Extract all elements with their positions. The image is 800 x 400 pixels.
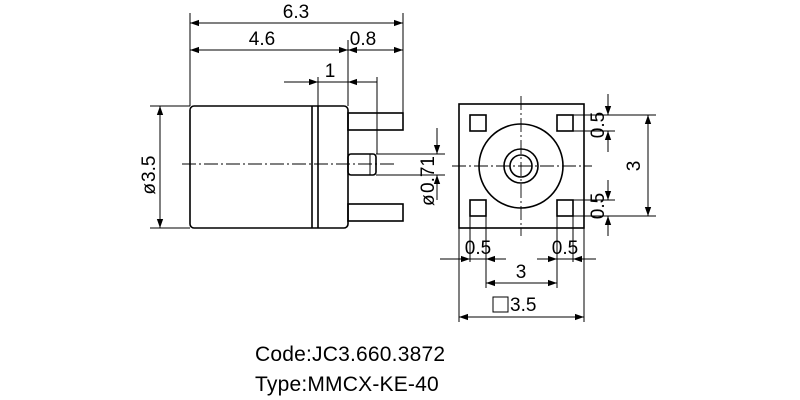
dim-flange: 1 <box>325 61 336 82</box>
dim-pin-offset: 0.8 <box>350 29 376 50</box>
pad-bottom-right <box>556 199 574 217</box>
dim-total-length: 6.3 <box>283 2 309 23</box>
side-pin-top <box>347 112 404 131</box>
dim-body-diameter: 3.5 <box>139 156 160 182</box>
square-symbol <box>492 296 509 313</box>
type-label: Type:MMCX-KE-40 <box>255 373 439 396</box>
dim-square: 3.5 <box>510 295 536 316</box>
code-label: Code:JC3.660.3872 <box>255 343 446 366</box>
side-view: 6.3 4.6 0.8 1 ø 3.5 ø 0.71 <box>139 2 445 229</box>
dim-pad-left: 0.5 <box>465 238 491 259</box>
dim-pin-diameter: 0.71 <box>418 156 439 193</box>
dim-pad-right: 0.5 <box>552 238 578 259</box>
connector-body-outline <box>189 105 349 229</box>
side-pin-bottom <box>347 203 404 222</box>
bottom-view: 0.5 3 0.5 0.5 0.5 3 <box>440 94 656 322</box>
dim-body-diameter-symbol: ø <box>139 183 160 195</box>
pad-top-right <box>556 114 574 132</box>
pad-top-left <box>469 114 487 132</box>
dim-pad-bottom: 0.5 <box>588 193 609 219</box>
dim-pin-diameter-symbol: ø <box>418 194 439 206</box>
dim-body-length: 4.6 <box>249 29 275 50</box>
dim-pitch-vertical: 3 <box>624 161 645 172</box>
center-pin <box>347 153 377 176</box>
dim-pitch-horizontal: 3 <box>516 262 527 283</box>
pad-bottom-left <box>469 199 487 217</box>
dim-pad-top: 0.5 <box>588 112 609 138</box>
